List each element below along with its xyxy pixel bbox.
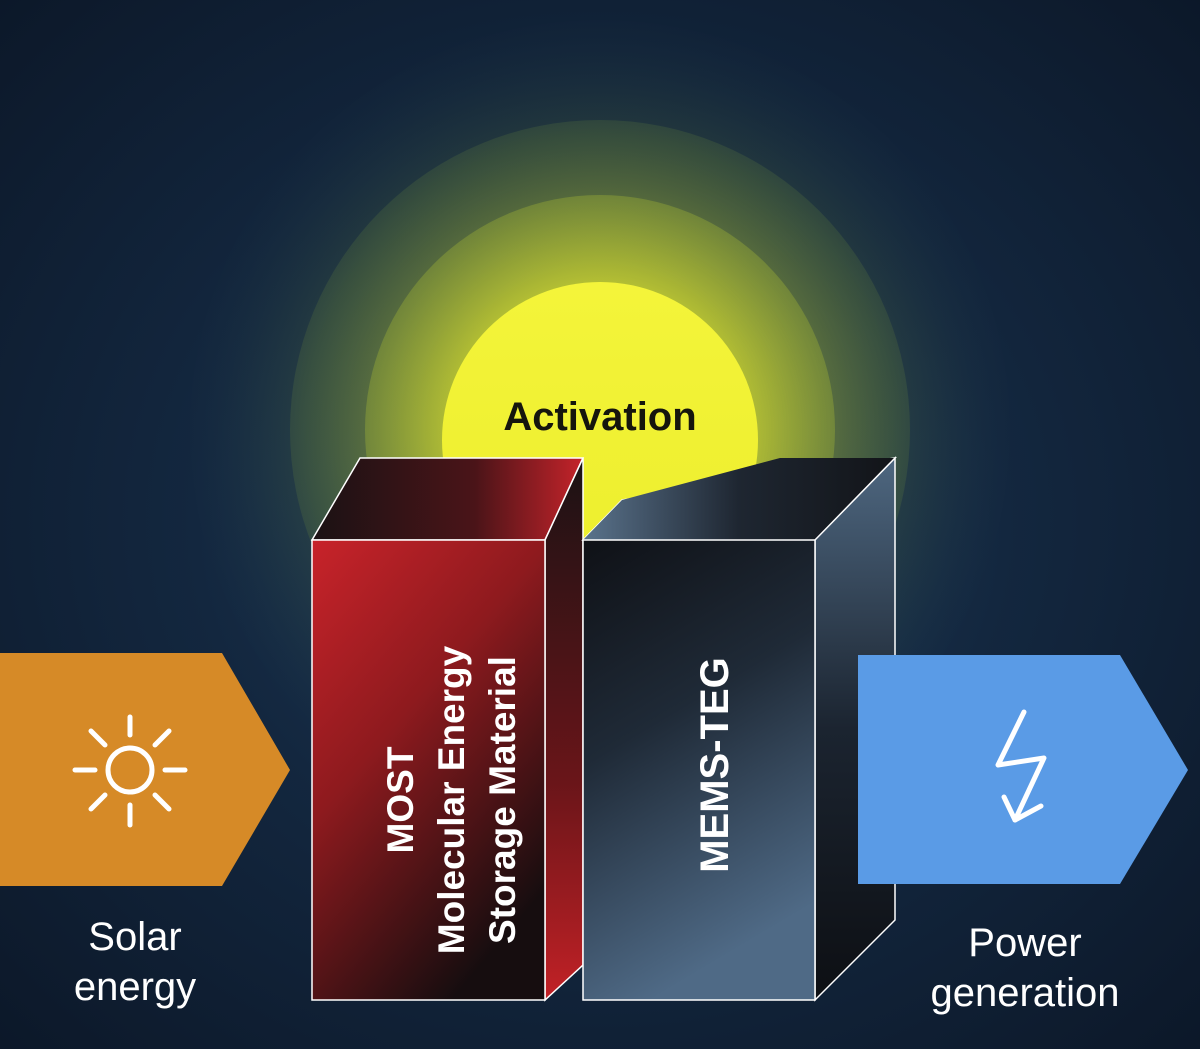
solar-label-line-2: energy [73,965,197,1009]
solar-energy-arrow [0,653,290,886]
activation-label: Activation [503,395,697,439]
most-block-label: MOST Molecular Energy Storage Material [375,555,525,1045]
most-label-wrap: MOST Molecular Energy Storage Material [245,590,655,954]
power-generation-label: Power generation [895,918,1155,1018]
solar-energy-label: Solar energy [40,912,230,1012]
solar-label-line-1: Solar [88,915,182,959]
power-generation-arrow [858,655,1188,884]
sun-icon [72,714,188,828]
most-line-1: MOST [380,746,421,854]
lightning-bolt-icon [995,709,1047,823]
power-label-line-1: Power [968,921,1082,965]
most-line-3: Storage Material [482,656,523,944]
power-label-line-2: generation [930,971,1120,1015]
teg-block-label: MEMS-TEG [693,657,737,873]
most-line-2: Molecular Energy [431,645,472,955]
most-block [310,457,585,1002]
